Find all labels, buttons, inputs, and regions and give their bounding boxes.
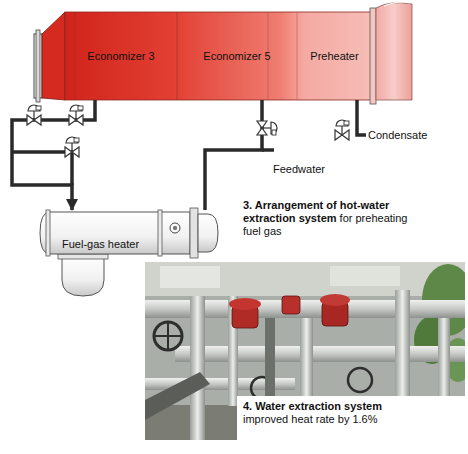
heater-shape-part — [46, 210, 50, 256]
photo-scene-part — [167, 322, 169, 350]
duct-body-part — [65, 12, 372, 100]
duct-transition — [42, 12, 65, 100]
pipe-connector — [205, 100, 262, 210]
control-valve — [335, 120, 349, 140]
photo-scene — [145, 262, 465, 440]
inlet-flange-part — [36, 30, 40, 102]
control-valve-part — [27, 105, 41, 125]
control-valve-part — [69, 105, 83, 125]
heater-shape-part — [173, 226, 177, 230]
duct-transition-part — [42, 12, 65, 100]
photo-scene-part — [330, 266, 400, 286]
stack-part — [384, 2, 410, 6]
stream-label: Feedwater — [273, 163, 325, 176]
heater-shape-part — [190, 208, 198, 258]
condensate-pipe-part — [357, 100, 366, 135]
heater-shape-part — [170, 223, 180, 233]
node-label: Economizer 3 — [87, 50, 154, 63]
figure-caption: 4. Water extraction system — [243, 400, 463, 413]
photo-scene-part — [160, 266, 220, 288]
economizer-section: Economizer 5 — [177, 12, 297, 100]
node-label: Preheater — [310, 50, 358, 63]
control-valve — [257, 121, 277, 135]
control-valve — [69, 105, 83, 125]
heater-shape-part — [158, 210, 162, 256]
bypass-pipe-part — [12, 152, 72, 185]
photo-scene-part — [190, 296, 205, 440]
photo-scene-part — [175, 346, 465, 362]
inlet-flange — [34, 30, 42, 102]
duct-body — [65, 12, 372, 100]
control-valve-part — [257, 121, 277, 135]
heater-shape-part — [198, 214, 218, 252]
pipe-connector — [12, 100, 95, 210]
photo-scene-part — [229, 298, 261, 310]
control-valve — [65, 137, 79, 157]
photo-scene-part — [145, 262, 465, 296]
heater-shape-part — [40, 212, 190, 254]
economizer-section: Economizer 3 — [65, 12, 177, 100]
stack-part — [376, 3, 412, 100]
control-valve — [27, 105, 41, 125]
photo-scene-part — [154, 322, 182, 350]
control-valve-part — [65, 137, 79, 157]
duct-body-part — [297, 12, 298, 100]
feedwater-pipe — [262, 150, 274, 151]
bypass-pipe — [12, 152, 72, 185]
stream-label: Condensate — [368, 129, 427, 142]
duct-body-part — [75, 12, 76, 100]
caption-block: 3. Arrangement of hot-water extraction s… — [243, 199, 428, 238]
outlet-flange — [370, 8, 376, 104]
heater-shape-part — [62, 255, 104, 296]
heat-exchanger: Fuel-gas heater — [40, 210, 220, 295]
feedwater-pipe-part — [262, 148, 274, 152]
figure-caption: improved heat rate by 1.6% — [243, 413, 463, 426]
preheater-section: Preheater — [297, 12, 372, 100]
control-valve-part — [335, 120, 349, 140]
outlet-flange-part — [370, 8, 376, 104]
caption-block: 4. Water extraction systemimproved heat … — [243, 400, 463, 426]
caption-backing — [237, 396, 468, 440]
node-label: Economizer 5 — [203, 50, 270, 63]
condensate-pipe — [357, 100, 366, 135]
photo-scene-part — [320, 294, 350, 306]
stack — [376, 2, 412, 100]
heater-shape-part — [58, 254, 108, 259]
heater-shape — [40, 210, 220, 295]
photo-scene-part — [265, 318, 275, 406]
caption-backing-part — [237, 396, 468, 440]
node-label: Fuel-gas heater — [62, 238, 139, 251]
photo-scene-part — [348, 368, 372, 392]
duct-body-part — [177, 12, 178, 100]
photo-scene-part — [282, 296, 300, 314]
photo-scene-part — [145, 372, 210, 420]
